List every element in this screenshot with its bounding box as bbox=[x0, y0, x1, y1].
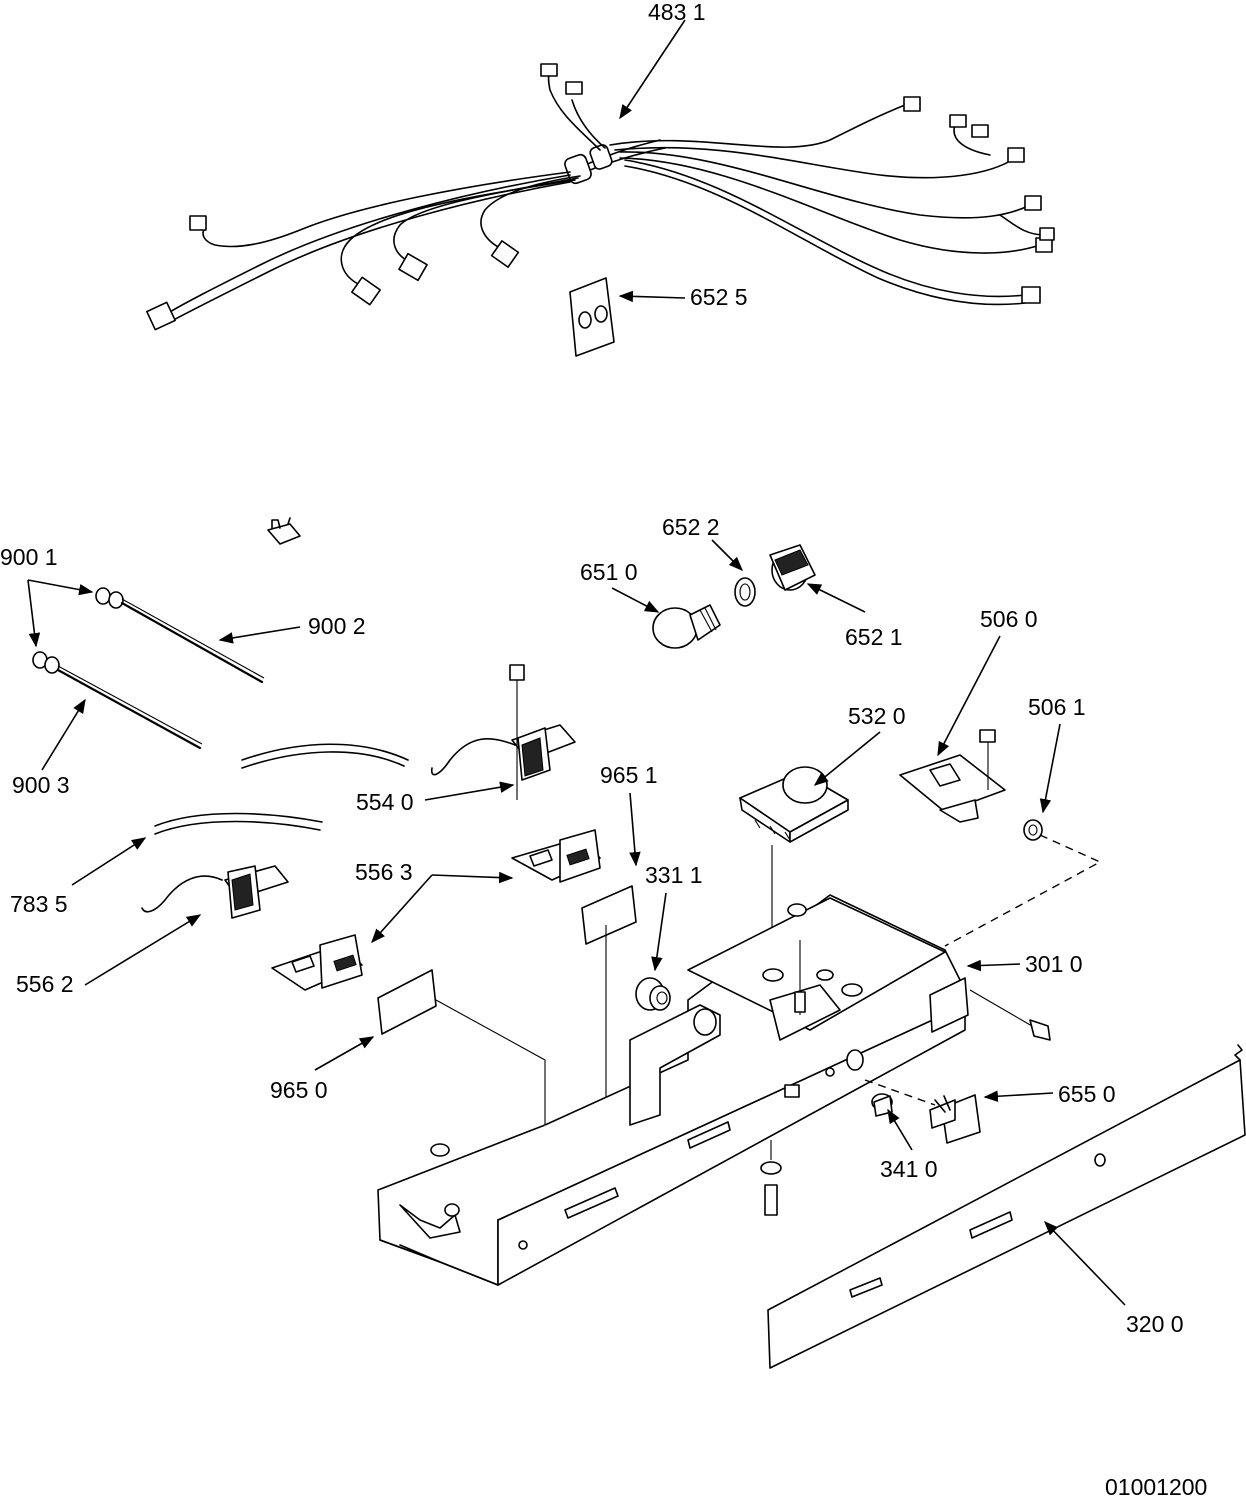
label-3200: 320 0 bbox=[1126, 1311, 1184, 1337]
label-5563: 556 3 bbox=[355, 859, 413, 885]
label-5061: 506 1 bbox=[1028, 694, 1086, 720]
label-6550: 655 0 bbox=[1058, 1081, 1116, 1107]
label-5320: 532 0 bbox=[848, 703, 906, 729]
switch-part-5562 bbox=[141, 865, 289, 919]
grommet-part-3311 bbox=[635, 977, 671, 1011]
rod-part-9003 bbox=[32, 651, 203, 750]
housing-part-3010 bbox=[377, 894, 969, 1286]
drawing-number: 01001200 bbox=[1105, 1474, 1207, 1498]
small-clip bbox=[267, 517, 301, 545]
tube-part-7835 bbox=[154, 812, 323, 835]
assembly-dashline-5061 bbox=[944, 834, 1102, 947]
label-3410: 341 0 bbox=[880, 1156, 938, 1182]
label-6510: 651 0 bbox=[580, 559, 638, 585]
label-6522: 652 2 bbox=[662, 514, 720, 540]
plate-part-6525 bbox=[569, 277, 615, 357]
label-6521: 652 1 bbox=[845, 624, 903, 650]
screw-right bbox=[969, 989, 1051, 1041]
trim-strip-part-3200 bbox=[767, 1044, 1246, 1369]
screw-center bbox=[794, 940, 806, 1015]
label-4831: 483 1 bbox=[648, 0, 706, 25]
label-5540: 554 0 bbox=[356, 789, 414, 815]
label-9002: 900 2 bbox=[308, 613, 366, 639]
assembly-dashline-6550 bbox=[864, 1079, 936, 1106]
tube-upper bbox=[241, 743, 409, 769]
label-9001: 900 1 bbox=[0, 544, 58, 570]
timer-part-5320 bbox=[739, 766, 849, 975]
label-9003: 900 3 bbox=[12, 772, 70, 798]
label-3311: 331 1 bbox=[645, 862, 703, 888]
label-6525: 652 5 bbox=[690, 284, 748, 310]
label-3010: 301 0 bbox=[1025, 951, 1083, 977]
part-number-labels: 483 1 652 5 652 2 651 0 652 1 506 0 506 … bbox=[0, 0, 1207, 1498]
leader-arrows bbox=[27, 19, 1126, 1306]
clip-part-5061 bbox=[1023, 819, 1043, 841]
bracket-part-5563-upper bbox=[511, 829, 601, 883]
rod-part-9002 bbox=[95, 587, 265, 684]
board-part-5060 bbox=[899, 729, 1006, 823]
label-5060: 506 0 bbox=[980, 606, 1038, 632]
bracket-part-5563-lower bbox=[271, 934, 363, 991]
label-7835: 783 5 bbox=[10, 891, 68, 917]
label-5562: 556 2 bbox=[16, 971, 74, 997]
screw-bottom bbox=[760, 1140, 782, 1216]
label-9650: 965 0 bbox=[270, 1077, 328, 1103]
lamp-assembly bbox=[652, 544, 816, 649]
wire-harness bbox=[146, 63, 1055, 331]
switch-part-6550 bbox=[929, 1094, 981, 1144]
switch-part-5540 bbox=[430, 664, 576, 800]
label-9651: 965 1 bbox=[600, 762, 658, 788]
